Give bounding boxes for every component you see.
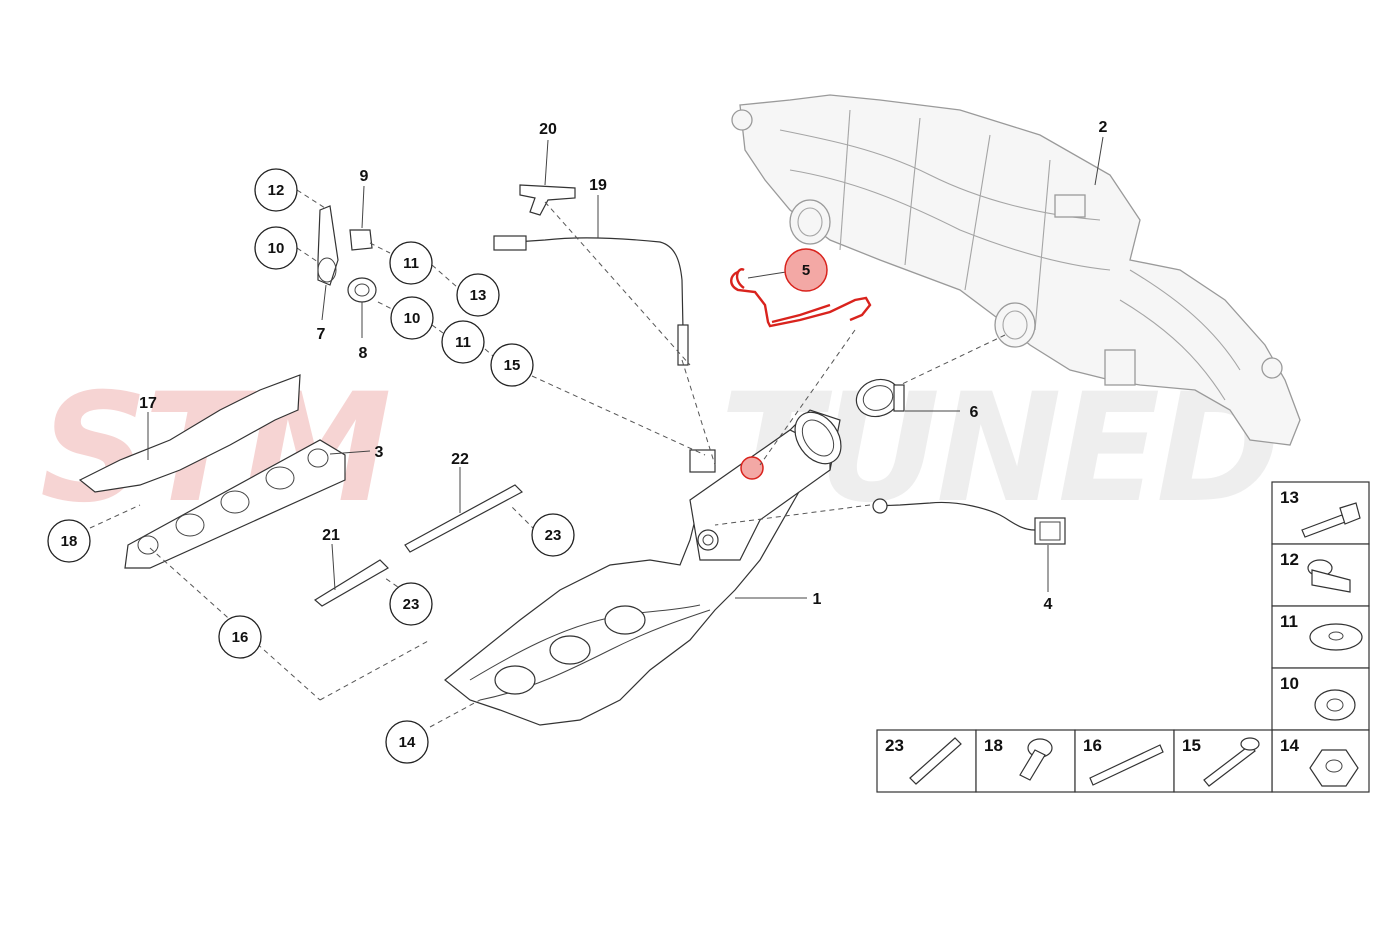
- hardware-cell-14-label: 14: [1280, 736, 1299, 755]
- muffler-assembly: [731, 94, 1301, 446]
- hardware-cell-23-label: 23: [885, 736, 904, 755]
- washer-stack-parts: [317, 205, 377, 303]
- callout-10a: 10: [254, 226, 298, 270]
- label-4: 4: [1044, 596, 1053, 613]
- hardware-cell-16: 16: [1074, 729, 1175, 793]
- hardware-table: 13 12 11 10 14: [876, 481, 1370, 793]
- callout-11a-label: 11: [403, 255, 419, 272]
- callout-5-label: 5: [802, 262, 810, 279]
- hardware-cell-18: 18: [975, 729, 1076, 793]
- callout-18: 18: [47, 519, 91, 563]
- label-6: 6: [970, 404, 979, 421]
- label-2: 2: [1099, 119, 1108, 136]
- callout-10a-label: 10: [268, 240, 285, 257]
- callout-13: 13: [456, 273, 500, 317]
- label-7: 7: [317, 326, 326, 343]
- label-3: 3: [375, 444, 384, 461]
- oxygen-sensor-part: [872, 498, 1066, 545]
- hardware-cell-11-label: 11: [1280, 612, 1298, 631]
- clamp-part: [855, 378, 905, 418]
- callout-23a: 23: [531, 513, 575, 557]
- callout-11b-label: 11: [455, 334, 471, 351]
- label-9: 9: [360, 168, 369, 185]
- callout-14-label: 14: [399, 734, 416, 751]
- stud-plate-part-21: [313, 559, 389, 607]
- manifold-gasket-part: [124, 439, 346, 569]
- callout-10b-label: 10: [404, 310, 421, 327]
- callout-23a-label: 23: [545, 527, 562, 544]
- callout-16-label: 16: [232, 629, 249, 646]
- label-8: 8: [359, 345, 368, 362]
- hardware-cell-16-label: 16: [1083, 736, 1102, 755]
- callout-12a-label: 12: [268, 182, 285, 199]
- stud-plate-part-22: [404, 484, 523, 553]
- manifold-catalyst-assembly: [444, 409, 842, 726]
- callout-16: 16: [218, 615, 262, 659]
- bracket-part: [519, 184, 576, 216]
- callout-10b: 10: [390, 296, 434, 340]
- hardware-cell-12-label: 12: [1280, 550, 1299, 569]
- hardware-cell-12: 12: [1271, 543, 1370, 607]
- hardware-cell-13-label: 13: [1280, 488, 1299, 507]
- hardware-cell-10-label: 10: [1280, 674, 1299, 693]
- label-22: 22: [451, 451, 469, 468]
- callout-11a: 11: [389, 241, 433, 285]
- callout-11b: 11: [441, 320, 485, 364]
- label-20: 20: [539, 121, 557, 138]
- label-19: 19: [589, 177, 607, 194]
- callout-14: 14: [385, 720, 429, 764]
- label-1: 1: [813, 591, 822, 608]
- heat-shield-part: [78, 374, 301, 493]
- label-17: 17: [139, 395, 157, 412]
- leader-lines: [147, 136, 1104, 599]
- hardware-cell-18-label: 18: [984, 736, 1003, 755]
- label-21: 21: [322, 527, 340, 544]
- callout-18-label: 18: [61, 533, 78, 550]
- callout-5-highlighted: 5: [784, 248, 828, 292]
- reference-lines: [89, 189, 1006, 728]
- highlighted-hose-part-5: [730, 268, 872, 328]
- callout-13-label: 13: [470, 287, 487, 304]
- hardware-cell-14: 14: [1271, 729, 1370, 793]
- callout-15: 15: [490, 343, 534, 387]
- callout-23b-label: 23: [403, 596, 420, 613]
- temperature-sensor-part: [493, 235, 689, 366]
- hardware-cell-11: 11: [1271, 605, 1370, 669]
- hardware-cell-15: 15: [1173, 729, 1273, 793]
- callout-15-label: 15: [504, 357, 521, 374]
- hardware-cell-23: 23: [876, 729, 977, 793]
- hardware-cell-15-label: 15: [1182, 736, 1201, 755]
- callout-23b: 23: [389, 582, 433, 626]
- hardware-cell-10: 10: [1271, 667, 1370, 731]
- hardware-cell-13: 13: [1271, 481, 1370, 545]
- callout-12a: 12: [254, 168, 298, 212]
